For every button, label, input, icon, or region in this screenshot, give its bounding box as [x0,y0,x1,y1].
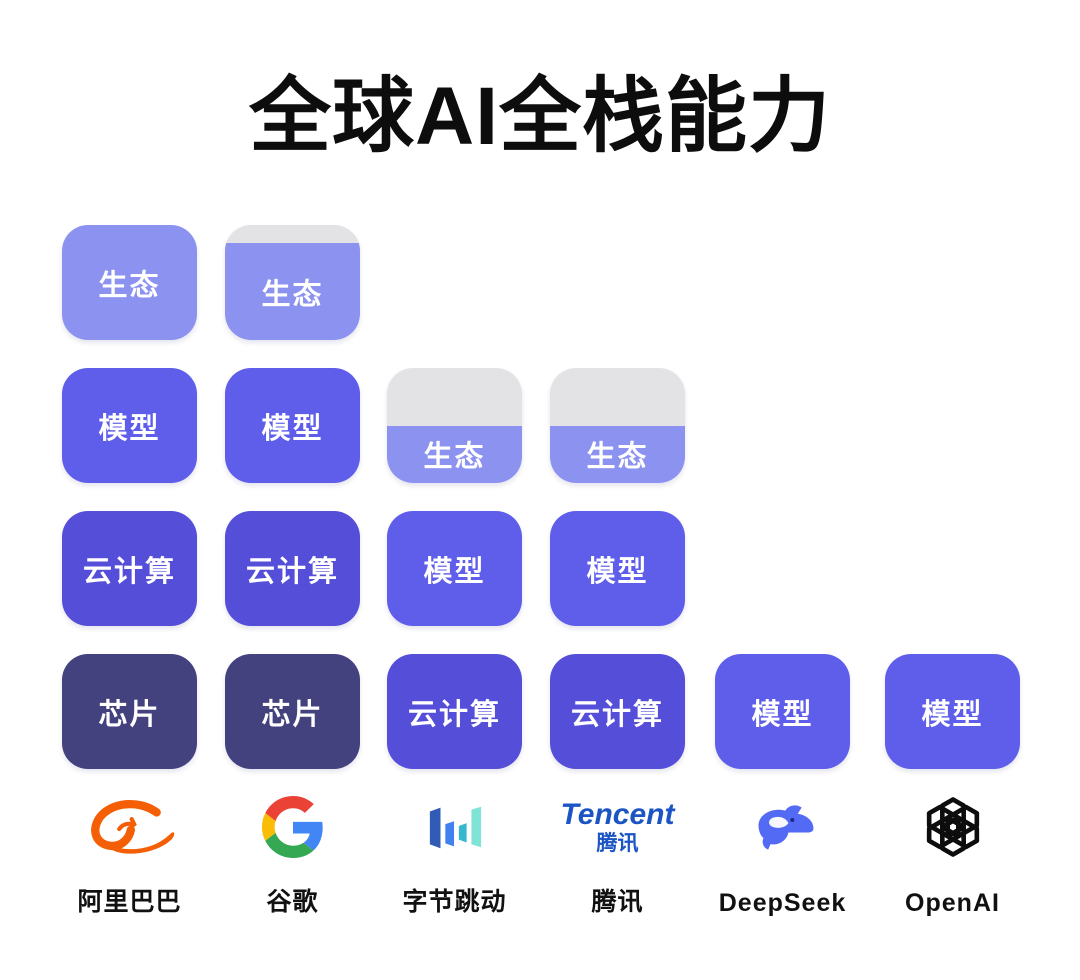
company-openai: OpenAI [885,790,1020,918]
block-label: 模型 [586,555,649,588]
company-deepseek: DeepSeek [715,790,850,918]
capability-block-bytedance-model: 模型 [387,511,522,626]
block-fill: 生态 [387,425,522,483]
company-name: OpenAI [905,889,1000,917]
block-label: 生态 [261,278,324,311]
deepseek-logo [748,790,818,864]
company-name: DeepSeek [718,889,847,917]
block-label: 云计算 [82,555,176,588]
company-name: 阿里巴巴 [77,888,182,916]
company-name: 谷歌 [266,888,319,916]
company-tencent: Tencent 腾讯 腾讯 [550,790,685,918]
company-google: 谷歌 [225,790,360,918]
capability-block-bytedance-ecosystem: 生态 [387,368,522,483]
block-label: 云计算 [570,698,664,731]
block-label: 芯片 [98,698,161,731]
company-alibaba: 阿里巴巴 [62,790,197,918]
block-fill: 生态 [225,243,360,340]
block-label: 芯片 [261,698,324,731]
tencent-wordmark-text: Tencent [560,798,675,831]
capability-block-deepseek-model: 模型 [715,654,850,769]
capability-block-bytedance-cloud: 云计算 [387,654,522,769]
capability-block-openai-model: 模型 [885,654,1020,769]
block-label: 生态 [586,441,649,474]
bytedance-logo [424,790,486,864]
tencent-logo: Tencent 腾讯 [561,790,675,864]
page-title: 全球AI全栈能力 [248,70,831,162]
capability-block-google-chip: 芯片 [225,654,360,769]
capability-block-google-cloud: 云计算 [225,511,360,626]
capability-block-google-model: 模型 [225,368,360,483]
company-bytedance: 字节跳动 [387,790,522,918]
block-label: 模型 [751,698,814,731]
capability-block-alibaba-ecosystem: 生态 [62,225,197,340]
company-name: 字节跳动 [402,888,507,916]
block-label: 模型 [98,412,161,445]
block-fill: 生态 [550,425,685,483]
capability-block-tencent-model: 模型 [550,511,685,626]
block-label: 云计算 [245,555,339,588]
block-label: 模型 [423,555,486,588]
capability-block-alibaba-model: 模型 [62,368,197,483]
capability-block-alibaba-cloud: 云计算 [62,511,197,626]
alibaba-logo [80,790,180,864]
block-label: 生态 [423,441,486,474]
capability-block-alibaba-chip: 芯片 [62,654,197,769]
block-label: 云计算 [407,698,501,731]
block-label: 模型 [921,698,984,731]
tencent-wordmark-chinese: 腾讯 [596,832,639,855]
block-label: 模型 [261,412,324,445]
capability-block-tencent-ecosystem: 生态 [550,368,685,483]
openai-logo [921,790,985,864]
google-logo [261,790,324,864]
capability-block-tencent-cloud: 云计算 [550,654,685,769]
capability-block-google-ecosystem: 生态 [225,225,360,340]
block-label: 生态 [98,269,161,302]
company-name: 腾讯 [591,888,644,916]
